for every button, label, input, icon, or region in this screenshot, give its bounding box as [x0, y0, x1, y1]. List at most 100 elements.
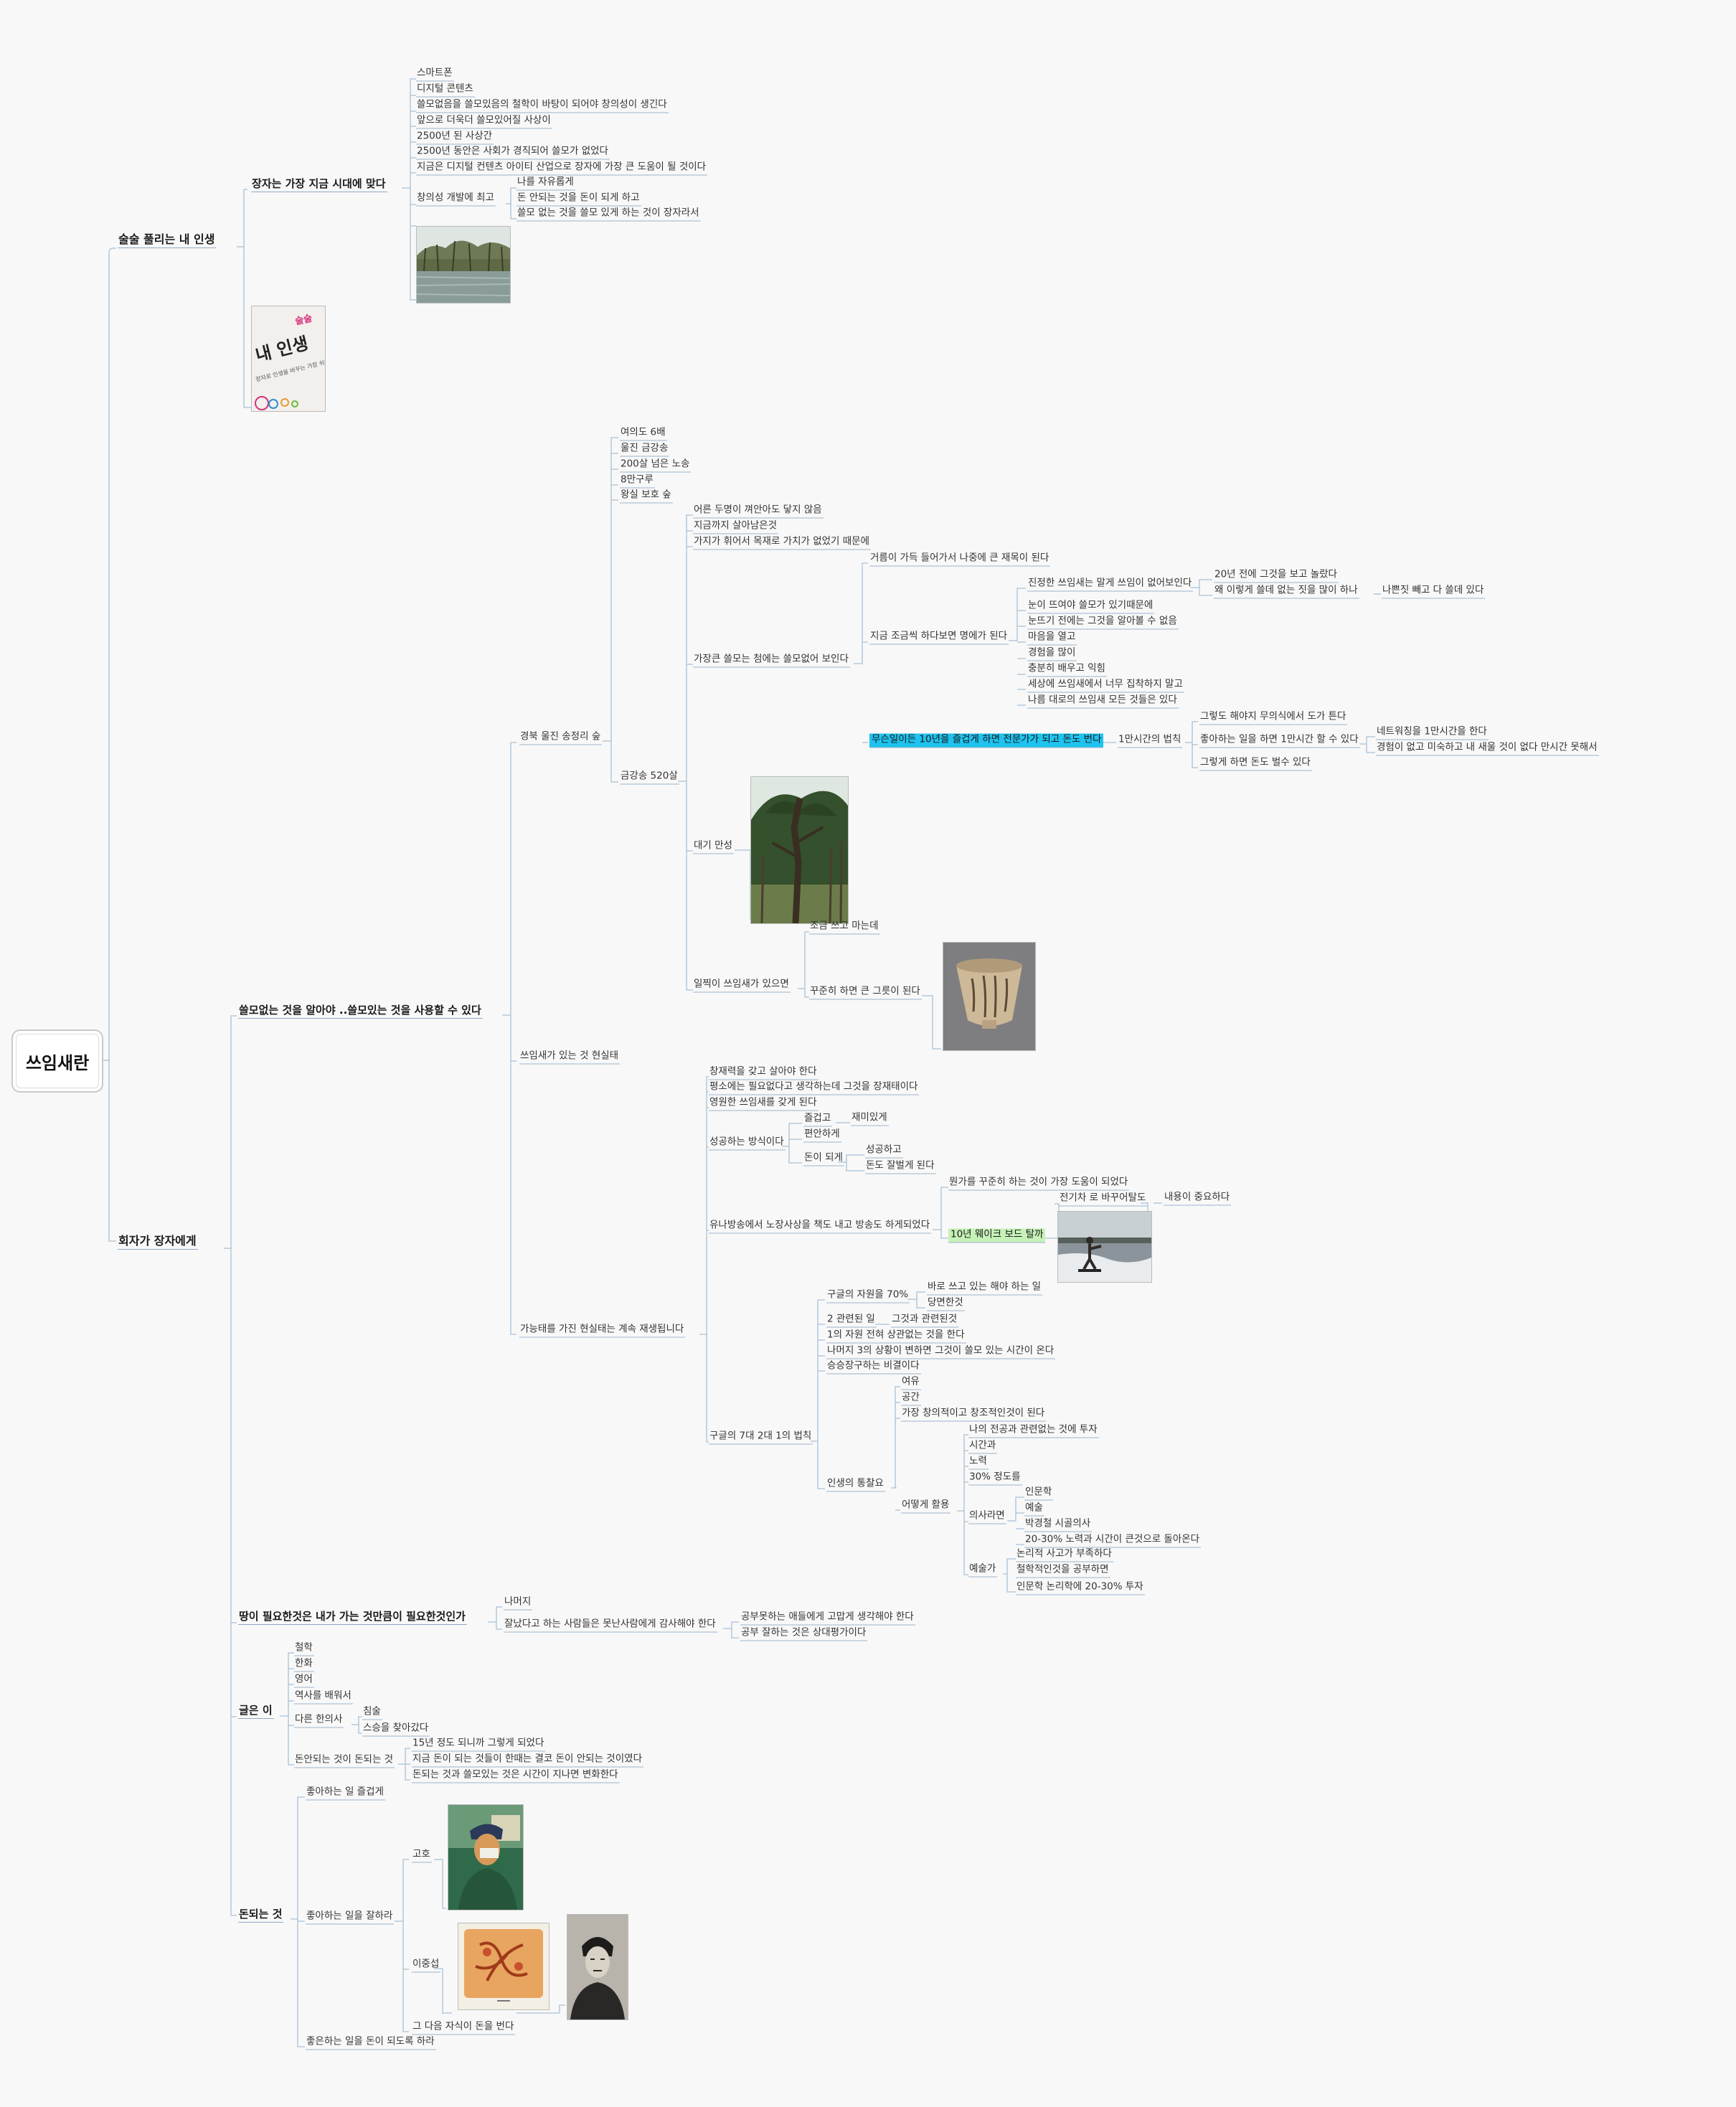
b1-item-3[interactable]: 앞으로 더욱더 쓸모있어질 사상이 [416, 116, 552, 128]
success-money-1[interactable]: 돈도 잘벌게 된다 [865, 1161, 936, 1174]
writer-item-1[interactable]: 한화 [294, 1659, 314, 1672]
google-item-4[interactable]: 승승장구하는 비결이다 [826, 1361, 921, 1374]
human-item-1[interactable]: 공간 [901, 1392, 921, 1405]
artist-item-1[interactable]: 철학적인것을 공부하면 [1016, 1565, 1110, 1578]
ten-years-title[interactable]: 무슨일이든 10년을 즐겁게 하면 전문가가 되고 돈도 번다 [869, 733, 1104, 748]
writer-money-0[interactable]: 15년 정도 되니까 그렇게 되었다 [412, 1738, 546, 1751]
doctor-item-2[interactable]: 박경철 시골의사 [1024, 1519, 1093, 1532]
money-item-2[interactable]: 좋은하는 일을 돈이 되도록 하라 [306, 2037, 436, 2050]
success-fun[interactable]: 재미있게 [851, 1113, 889, 1126]
slow-item-4[interactable]: 경험을 많이 [1027, 648, 1077, 661]
reality-node[interactable]: 쓰임새가 있는 것 현실태 [519, 1051, 621, 1064]
res70-item-1[interactable]: 당면한것 [927, 1298, 965, 1311]
b1-creativity-1[interactable]: 돈 안되는 것을 돈이 되게 하고 [516, 193, 641, 206]
how-item-2[interactable]: 노력 [968, 1456, 989, 1469]
branch1-title[interactable]: 술술 풀리는 내 인생 [118, 234, 217, 248]
slow-far[interactable]: 나쁜짓 빼고 다 쓸데 있다 [1382, 585, 1486, 598]
how-title[interactable]: 어떻게 활용 [901, 1500, 951, 1513]
forest-item-4[interactable]: 왕실 보호 숲 [620, 490, 673, 503]
related-node[interactable]: 그것과 관련된것 [891, 1314, 959, 1327]
slow-item-5[interactable]: 충분히 배우고 익힘 [1027, 664, 1107, 677]
doctor-title[interactable]: 의사라면 [968, 1511, 1006, 1524]
doctor-item-3[interactable]: 20-30% 노력과 시간이 큰것으로 돌아온다 [1024, 1535, 1202, 1547]
google-title[interactable]: 구글의 7대 2대 1의 법칙 [709, 1431, 813, 1444]
broadcast-item-1[interactable]: 뭔가를 꾸준히 하는 것이 가장 도움이 되었다 [948, 1177, 1130, 1190]
forest-title[interactable]: 경북 울진 송정리 숲 [519, 732, 603, 745]
how-item-0[interactable]: 나의 전공과 관련없는 것에 투자 [968, 1425, 1099, 1438]
writer-item-3[interactable]: 역사를 배워서 [294, 1691, 353, 1704]
useless-title[interactable]: 가장큰 쓸모는 첨에는 쓸모없어 보인다 [693, 654, 850, 667]
human-item-0[interactable]: 여유 [901, 1377, 921, 1390]
forest-item-3[interactable]: 8만구루 [620, 475, 655, 488]
slow-item-6[interactable]: 세상에 쓰임새에서 너무 집착하지 말고 [1027, 679, 1184, 692]
slow-item-1[interactable]: 눈이 뜨여야 쓸모가 있기때문에 [1027, 600, 1155, 613]
pine-title[interactable]: 금강송 520살 [620, 771, 679, 784]
pot-item-0[interactable]: 조금 쓰고 마는데 [809, 921, 880, 934]
success-item-1[interactable]: 편안하게 [803, 1129, 841, 1142]
potential-item-0[interactable]: 창재력을 갖고 살아야 한다 [709, 1067, 819, 1080]
pine-item-0[interactable]: 어른 두명이 껴안아도 닿지 않음 [693, 505, 824, 518]
doctor-item-1[interactable]: 예술 [1024, 1503, 1044, 1516]
res70-item-0[interactable]: 바로 쓰고 있는 해야 하는 일 [927, 1282, 1043, 1295]
human-item-2[interactable]: 가장 창의적이고 창조적인것이 된다 [901, 1408, 1047, 1421]
writer-title[interactable]: 글은 이 [238, 1705, 274, 1719]
artist-title[interactable]: 예술가 [968, 1564, 998, 1577]
writer-item-4[interactable]: 다른 한의사 [294, 1715, 344, 1727]
b1-item-7[interactable]: 창의성 개발에 최고 [416, 193, 496, 206]
success-item-2[interactable]: 돈이 되게 [803, 1153, 844, 1166]
ten-item-1[interactable]: 좋아하는 일을 하면 1만시간 할 수 있다 [1199, 735, 1360, 748]
forest-item-1[interactable]: 울진 금강송 [620, 443, 670, 456]
money-item-0[interactable]: 좋아하는 일 즐겁게 [306, 1787, 385, 1800]
b1-creativity-0[interactable]: 나를 자유롭게 [516, 177, 575, 190]
money-item-1[interactable]: 좋아하는 일을 잘하라 [306, 1911, 395, 1924]
broadcast-title[interactable]: 유나방송에서 노장사상을 책도 내고 방송도 하게되었다 [709, 1220, 932, 1233]
b1-item-1[interactable]: 디지털 콘텐츠 [416, 84, 475, 97]
next-node[interactable]: 그 다음 자식이 돈을 번다 [412, 2022, 516, 2035]
road-item-1[interactable]: 잘났다고 하는 사람들은 못난사람에게 감사해야 한다 [504, 1619, 717, 1632]
artist-item-0[interactable]: 논리적 사고가 부족하다 [1016, 1549, 1113, 1562]
writer-money-1[interactable]: 지금 돈이 되는 것들이 한때는 결코 돈이 안되는 것이였다 [412, 1754, 643, 1767]
slow-title[interactable]: 지금 조금씩 하다보면 명에가 된다 [869, 631, 1009, 644]
ten-sub-0[interactable]: 네트워칭을 1만시간을 한다 [1376, 727, 1489, 740]
b1-item-5[interactable]: 2500년 동안은 사회가 경직되어 쓸모가 없었다 [416, 146, 610, 159]
slow-item-3[interactable]: 마음을 열고 [1027, 632, 1077, 645]
potential-title[interactable]: 가능태를 가진 현실태는 계속 재생됩니다 [519, 1324, 686, 1337]
pine-item-1[interactable]: 지금까지 살아남은것 [693, 521, 779, 534]
branch2-title[interactable]: 회자가 장자에게 [118, 1235, 198, 1250]
google-item-2[interactable]: 1의 자원 전혀 상관없는 것을 한다 [826, 1330, 966, 1343]
human-title[interactable]: 인생의 통찰요 [826, 1479, 885, 1491]
money-title[interactable]: 돈되는 것 [238, 1909, 284, 1923]
writer-item-2[interactable]: 영어 [294, 1674, 314, 1687]
content-node[interactable]: 내용이 중요하다 [1164, 1192, 1232, 1205]
forest-item-0[interactable]: 여의도 6배 [620, 428, 667, 440]
tree-label[interactable]: 대기 만성 [693, 841, 734, 854]
google-item-0[interactable]: 구글의 자원을 70% [826, 1290, 910, 1303]
pine-item-2[interactable]: 가지가 휘어서 목재로 가치가 없었기 때문에 [693, 537, 872, 550]
writer-doctor-1[interactable]: 스승을 찾아갔다 [362, 1723, 430, 1736]
b1-item-6[interactable]: 지금은 디지털 컨텐츠 아이티 산업으로 장자에 가장 큰 도움이 될 것이다 [416, 162, 708, 175]
road-sub-0[interactable]: 공부못하는 애들에게 고맙게 생각해야 한다 [740, 1612, 915, 1625]
how-item-1[interactable]: 시간과 [968, 1441, 998, 1453]
ten-item-0[interactable]: 그렇도 해야지 무의식에서 도가 튼다 [1199, 712, 1348, 725]
slow-item-7[interactable]: 나름 대로의 쓰임새 모든 것들은 있다 [1027, 695, 1179, 708]
writer-item-5[interactable]: 돈안되는 것이 돈되는 것 [294, 1755, 395, 1768]
writer-money-2[interactable]: 돈되는 것과 쓸모있는 것은 시간이 지나면 변화한다 [412, 1770, 620, 1783]
ten-years-rule[interactable]: 1만시간의 법칙 [1118, 735, 1183, 748]
pot-item-1[interactable]: 꾸준히 하면 큰 그릇이 된다 [809, 986, 922, 999]
google-item-3[interactable]: 나머지 3의 상황이 변하면 그것이 쓸모 있는 시간이 온다 [826, 1346, 1056, 1359]
success-item-0[interactable]: 즐겁고 [803, 1113, 833, 1126]
how-item-3[interactable]: 30% 정도를 [968, 1472, 1022, 1485]
b1-item-4[interactable]: 2500년 된 사상간 [416, 131, 494, 144]
google-item-1[interactable]: 2 관련된 일 [826, 1314, 877, 1327]
doctor-item-0[interactable]: 인문학 [1024, 1487, 1054, 1500]
compost-node[interactable]: 거름이 가득 들어가서 나중에 큰 재목이 된다 [869, 553, 1051, 566]
slow-item-0[interactable]: 진정한 쓰임새는 말게 쓰임이 없어보인다 [1027, 578, 1194, 591]
road-title[interactable]: 땅이 필요한것은 내가 가는 것만큼이 필요한것인가 [238, 1611, 467, 1625]
potential-item-2[interactable]: 영원한 쓰임새를 갖게 된다 [709, 1098, 819, 1111]
writer-doctor-0[interactable]: 침술 [362, 1707, 382, 1720]
forest-item-2[interactable]: 200살 넘은 노송 [620, 459, 692, 472]
writer-item-0[interactable]: 철학 [294, 1643, 314, 1656]
wake-board-node[interactable]: 10년 웨이크 보드 탈까 [948, 1228, 1046, 1243]
lee-node[interactable]: 이중섭 [412, 1959, 441, 1972]
b1-item-2[interactable]: 쓸모없음을 쓸모있음의 철학이 바탕이 되어야 창의성이 생긴다 [416, 100, 669, 113]
